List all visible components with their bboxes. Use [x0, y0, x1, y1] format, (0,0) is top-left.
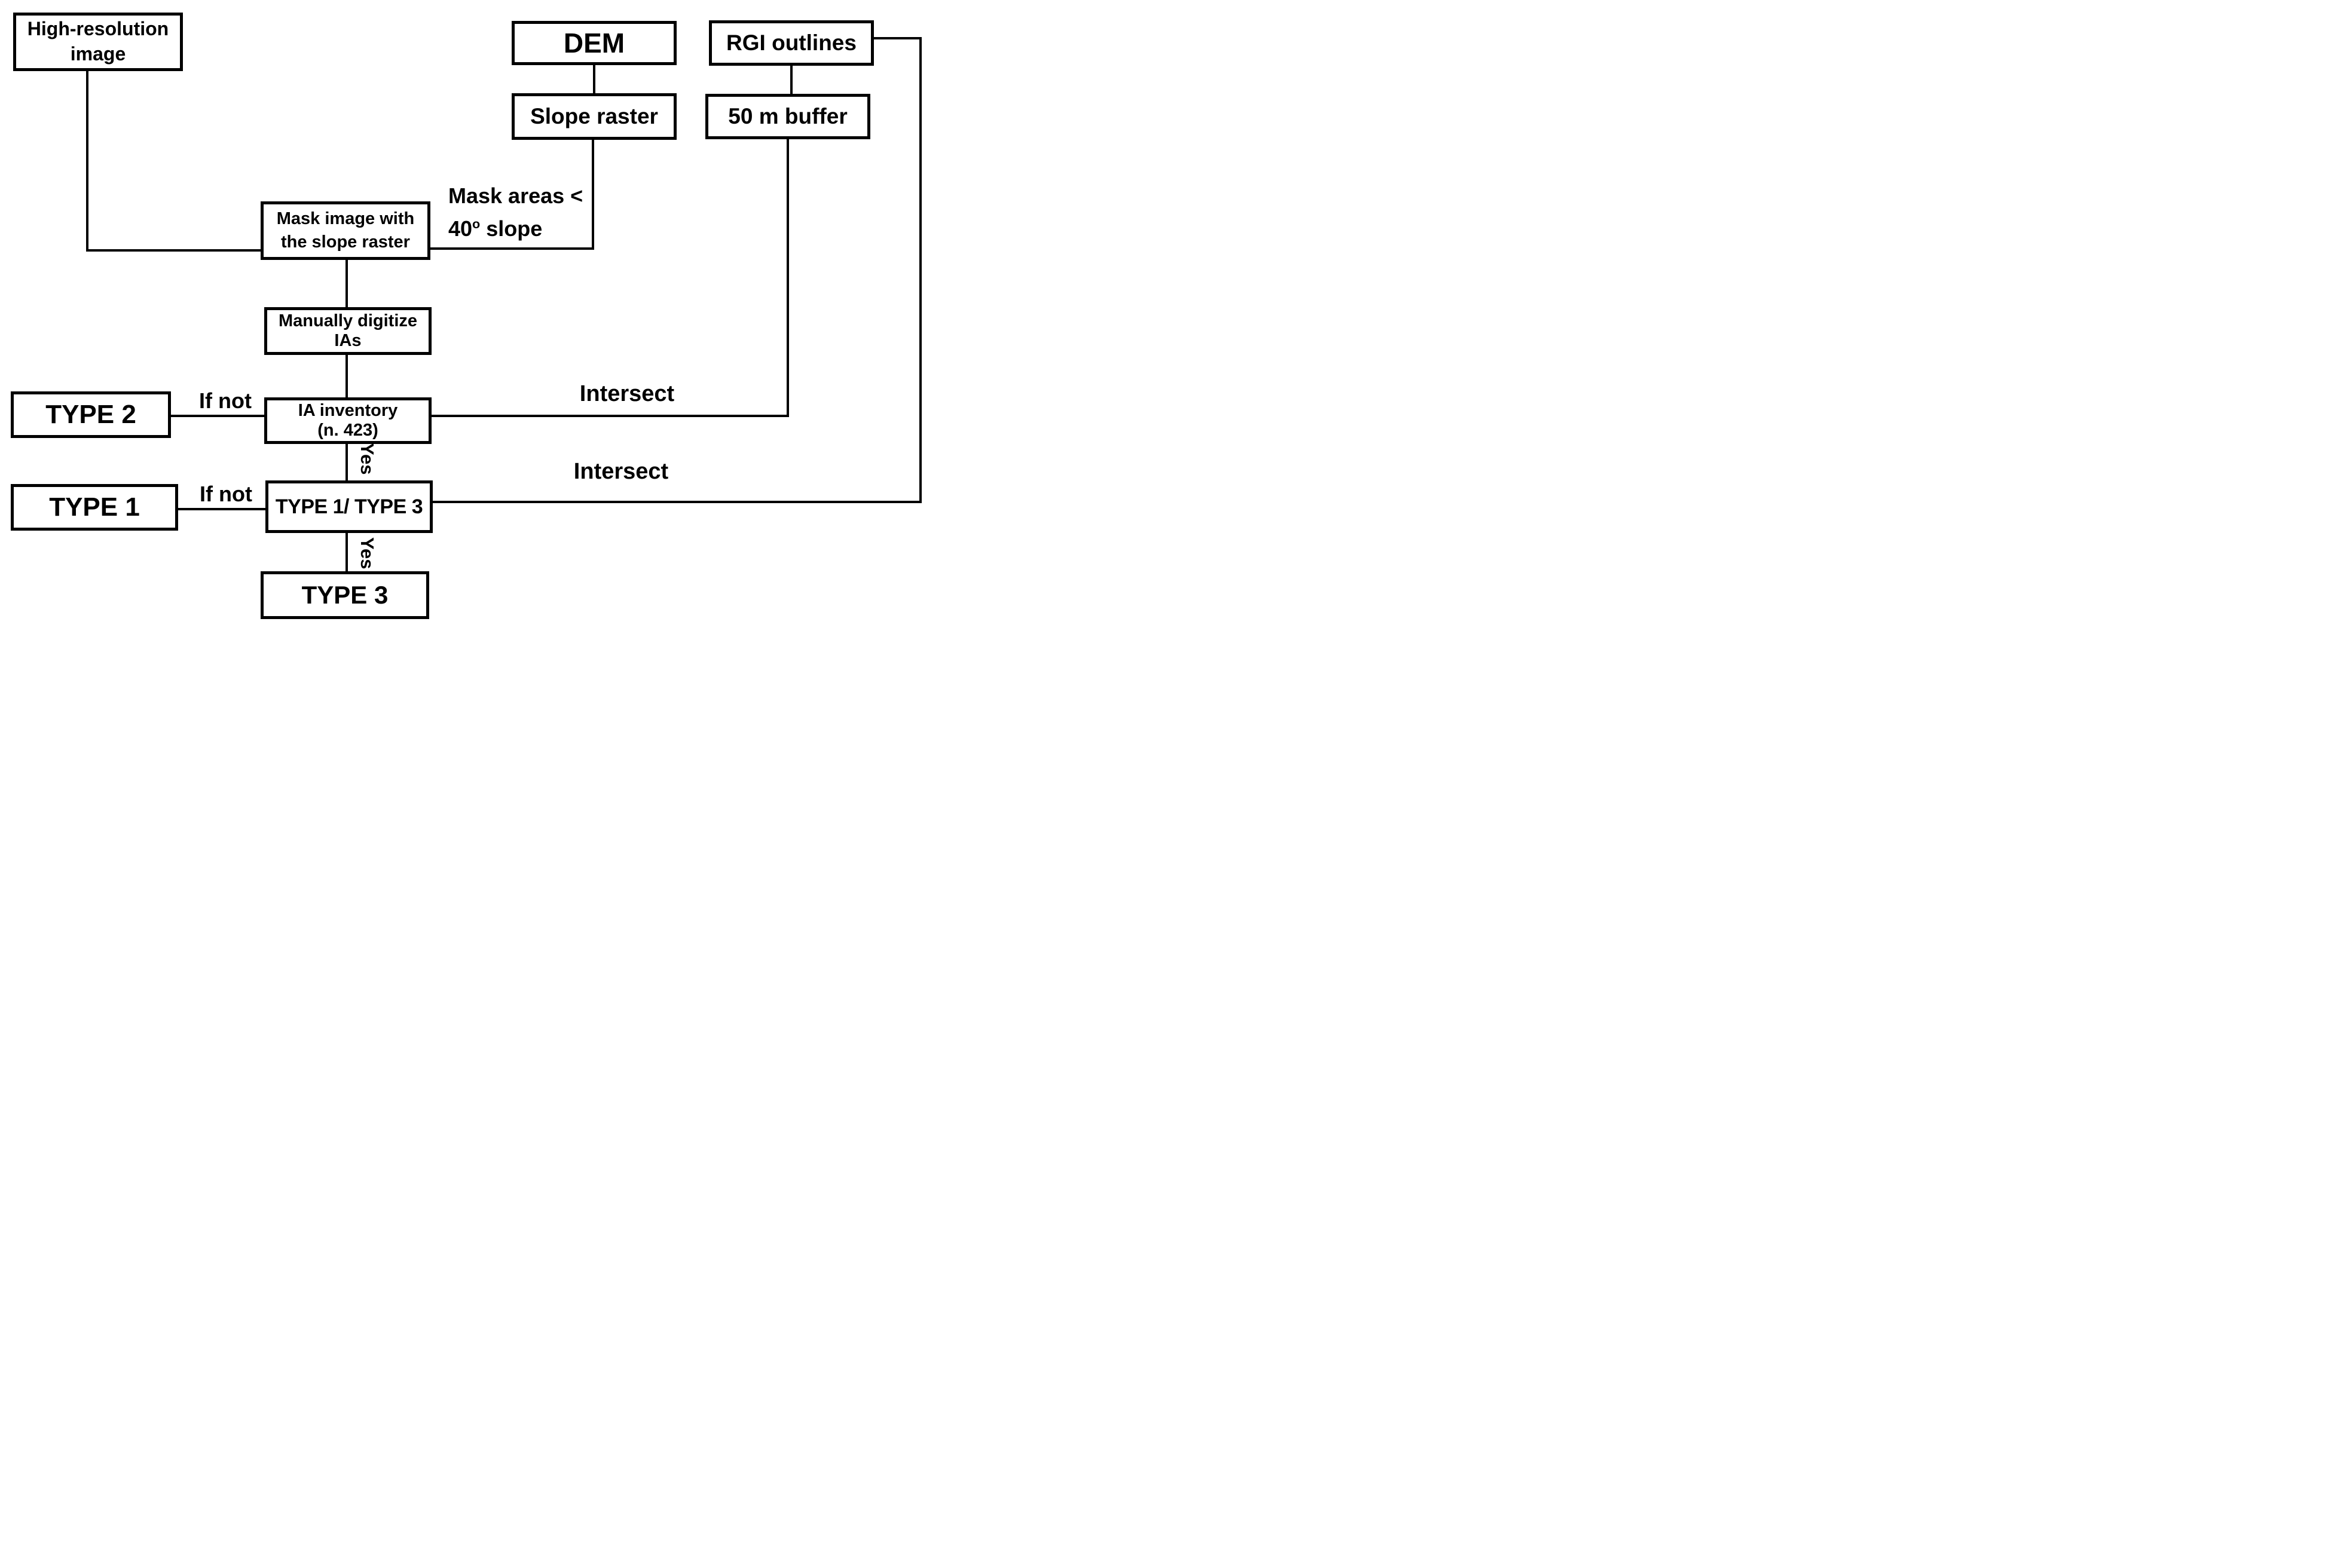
node-mask-image-with-slope-raster: Mask image with the slope raster: [261, 201, 430, 260]
label-if-not-lower: If not: [200, 482, 252, 506]
node-50m-buffer: 50 m buffer: [705, 94, 870, 139]
edge-highres-to-mask: [86, 70, 262, 252]
label-mask-areas-slope: Mask areas < 40o slope: [448, 182, 604, 243]
edge-inventory-to-buffer: [430, 138, 789, 417]
node-type-2: TYPE 2: [11, 391, 171, 438]
label-mask-areas-line2-rest: slope: [480, 216, 543, 241]
node-type-1-type-3-label: TYPE 1/ TYPE 3: [275, 495, 423, 518]
label-yes-upper: Yes: [357, 443, 378, 475]
node-mask-image-with-slope-raster-label: Mask image with the slope raster: [276, 209, 415, 252]
node-slope-raster-label: Slope raster: [530, 104, 658, 128]
node-manually-digitize-ias: Manually digitize IAs: [264, 307, 432, 355]
node-manually-digitize-ias-label: Manually digitize IAs: [278, 311, 418, 350]
node-50m-buffer-label: 50 m buffer: [728, 104, 848, 128]
node-type-1: TYPE 1: [11, 484, 178, 531]
label-mask-areas-line1: Mask areas <: [448, 183, 583, 208]
label-if-not-upper: If not: [199, 388, 252, 413]
label-intersect-lower: Intersect: [573, 459, 669, 484]
node-ia-inventory: IA inventory (n. 423): [264, 397, 432, 444]
label-mask-areas-degree-superscript: o: [472, 216, 481, 231]
node-type-1-type-3: TYPE 1/ TYPE 3: [265, 480, 433, 533]
label-mask-areas-line2: 40o slope: [448, 210, 604, 243]
label-yes-lower: Yes: [357, 537, 378, 569]
node-ia-inventory-label: IA inventory (n. 423): [298, 400, 398, 440]
connector-lines: [86, 37, 922, 572]
node-type-1-label: TYPE 1: [49, 492, 140, 522]
label-mask-areas-line2-number: 40: [448, 216, 473, 241]
node-high-resolution-image: High-resolution image: [13, 13, 183, 71]
edge-t1t3-to-rgi: [432, 37, 922, 503]
edge-slope-to-mask: [429, 139, 594, 250]
node-rgi-outlines-label: RGI outlines: [726, 30, 857, 55]
node-high-resolution-image-label: High-resolution image: [27, 18, 169, 65]
node-dem: DEM: [512, 21, 677, 65]
node-type-2-label: TYPE 2: [45, 400, 136, 429]
node-type-3-label: TYPE 3: [301, 581, 389, 609]
flowchart-canvas: High-resolution image DEM RGI outlines S…: [0, 0, 933, 627]
label-intersect-upper: Intersect: [579, 381, 675, 406]
node-slope-raster: Slope raster: [512, 93, 677, 140]
node-rgi-outlines: RGI outlines: [709, 20, 874, 66]
node-dem-label: DEM: [563, 27, 625, 59]
node-type-3: TYPE 3: [261, 571, 429, 619]
